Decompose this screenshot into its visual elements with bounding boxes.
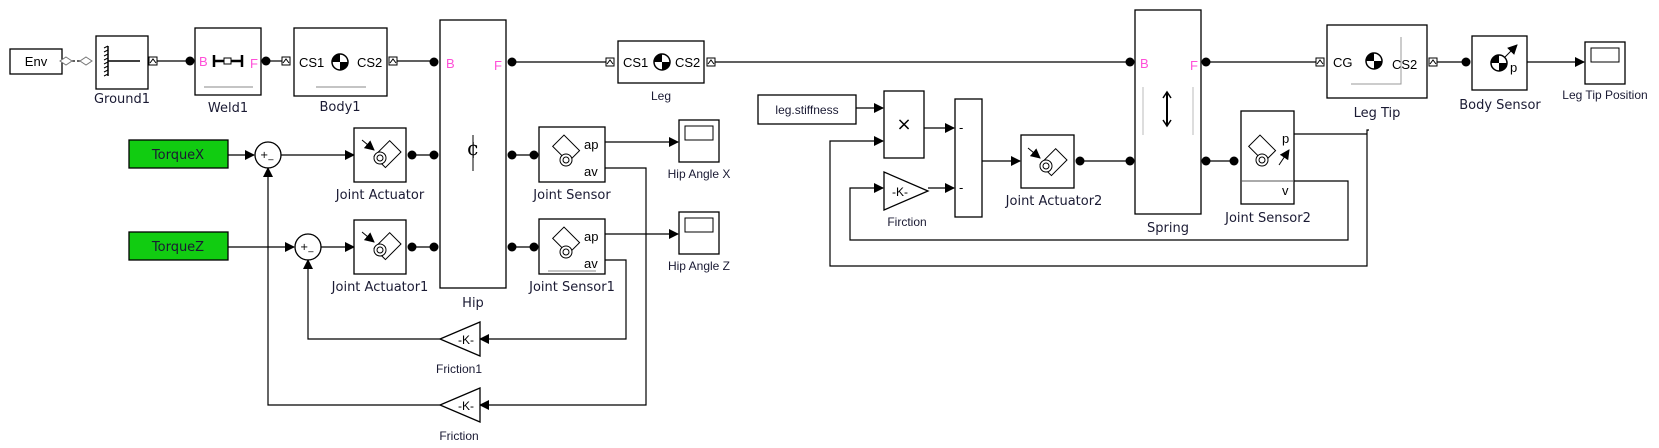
joint-sensor1-port-ap: ap [584,229,598,244]
body1-connector-icon [281,56,291,66]
joint-actuator-block[interactable]: Joint Actuator [335,127,425,203]
joint-sensor2-label: Joint Sensor2 [1224,211,1311,226]
leg-stiffness-label: leg.stiffness [775,103,838,117]
body1-cs2-connector-icon [388,56,398,66]
joint-sensor-block[interactable]: ap av Joint Sensor [532,126,611,203]
env-label: Env [25,54,48,69]
ground-icon [107,46,140,76]
joint-sensor2-port-p: p [1282,131,1289,146]
hip-angle-z-scope[interactable] [678,211,720,255]
weld1-label: Weld1 [208,101,248,116]
hip-angle-x-scope[interactable] [678,119,720,163]
center-of-gravity-icon [653,53,671,71]
friction-gain-block[interactable]: -K- Friction [438,387,481,443]
friction-gain: -K- [458,399,474,413]
sum-z-block[interactable]: +_ [294,233,322,261]
leg-label: Leg [651,89,671,103]
leg-tip-port-cg: CG [1333,55,1353,70]
body1-port-cs2: CS2 [357,55,382,70]
firction-gain: -K- [892,185,908,199]
product-block[interactable]: × [883,90,925,159]
hip-angle-z-label: Hip Angle Z [668,259,730,273]
leg-tip-block[interactable]: CG CS2 Leg Tip [1326,24,1428,121]
body1-port-cs1: CS1 [299,55,324,70]
torque-z-block[interactable]: TorqueZ [128,231,229,261]
joint-sensor1-port-av: av [584,256,598,271]
prismatic-joint-icon [1162,90,1172,128]
sum-leg-sign-1: - [959,120,963,135]
body-sensor-label: Body Sensor [1459,98,1541,113]
joint-sensor-label: Joint Sensor [532,188,611,203]
hip-label: Hip [462,296,484,311]
firction-gain-block[interactable]: -K- Firction [883,171,930,229]
center-of-gravity-icon [331,53,349,71]
leg-port-cs2: CS2 [675,55,700,70]
joint-actuator1-block[interactable]: Joint Actuator1 [331,219,429,295]
weld1-block[interactable]: B F Weld1 [194,27,262,116]
spring-port-f: F [1190,58,1198,73]
weld1-port-f: F [250,56,258,71]
weld-icon [212,55,244,67]
friction1-gain: -K- [458,333,474,347]
ground1-label: Ground1 [94,92,150,107]
firction-label: Firction [887,215,926,229]
joint-sensor2-port-v: v [1282,183,1289,198]
joint-sensor-port-ap: ap [584,137,598,152]
sum-leg-block[interactable]: - - [954,98,983,218]
joint-sensor1-block[interactable]: ap av Joint Sensor1 [528,218,615,295]
leg-cs2-connector-icon [706,57,716,67]
sum-leg-sign-2: - [959,180,963,195]
leg-tip-port-cs2: CS2 [1392,57,1417,72]
joint-actuator-label: Joint Actuator [335,188,425,203]
sum-z-signs: +_ [300,242,314,253]
hip-port-f: F [494,58,502,73]
center-of-gravity-icon [1365,52,1383,70]
spring-label: Spring [1147,221,1189,236]
body-sensor-block[interactable]: p Body Sensor [1459,35,1541,113]
body-sensor-port-p: p [1510,60,1517,75]
hip-block[interactable]: B F ¢ Hip [439,19,507,311]
spring-port-b: B [1140,56,1149,71]
hip-port-b: B [446,56,455,71]
leg-tip-cs2-connector-icon [1428,57,1438,67]
sum-x-signs: +_ [260,150,274,161]
env-port-icon [59,56,73,66]
leg-tip-cg-connector-icon [1315,57,1325,67]
center-of-gravity-icon [1490,54,1508,72]
joint-sensor1-label: Joint Sensor1 [528,280,615,295]
env-block[interactable]: Env [9,48,63,75]
friction-label: Friction [439,429,478,443]
leg-tip-position-label: Leg Tip Position [1562,88,1647,102]
ground1-connector-icon [148,56,158,66]
sum-x-block[interactable]: +_ [254,141,282,169]
leg-tip-label: Leg Tip [1354,106,1401,121]
joint-sensor-port-av: av [584,164,598,179]
joint-actuator1-label: Joint Actuator1 [331,280,429,295]
joint-actuator2-label: Joint Actuator2 [1005,194,1103,209]
leg-stiffness-block[interactable]: leg.stiffness [757,94,857,125]
weld1-port-b: B [199,54,208,69]
product-symbol: × [896,114,911,135]
torque-x-block[interactable]: TorqueX [128,139,229,169]
ground1-block[interactable]: Ground1 [94,35,150,107]
friction1-gain-block[interactable]: -K- Friction1 [436,321,482,376]
spring-block[interactable]: B F Spring [1134,9,1202,236]
leg-block[interactable]: CS1 CS2 Leg [617,40,705,103]
hip-angle-x-label: Hip Angle X [668,167,731,181]
leg-port-cs1: CS1 [623,55,648,70]
torque-x-label: TorqueX [151,148,204,163]
joint-sensor2-block[interactable]: p v Joint Sensor2 [1224,110,1311,226]
torque-z-label: TorqueZ [151,240,204,255]
body1-label: Body1 [319,100,360,115]
ground-port-icon [79,56,93,66]
body1-block[interactable]: CS1 CS2 Body1 [293,27,388,115]
leg-tip-position-scope[interactable] [1584,41,1626,85]
leg-cs1-connector-icon [605,57,615,67]
friction1-label: Friction1 [436,362,482,376]
joint-actuator2-block[interactable]: Joint Actuator2 [1005,134,1103,209]
